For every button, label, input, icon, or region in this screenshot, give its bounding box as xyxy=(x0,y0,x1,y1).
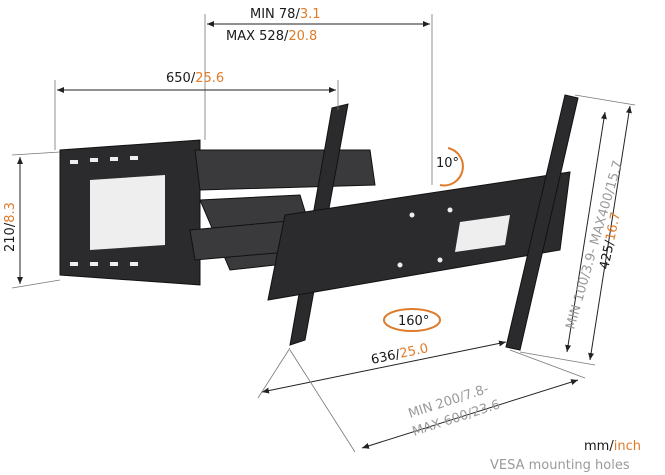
unit-legend: mm/inch xyxy=(584,439,641,454)
bracket-width-label: 636/25.0 xyxy=(370,341,430,368)
wall-height-label: 210/8.3 xyxy=(3,202,18,252)
tilt-label: 10° xyxy=(436,156,459,171)
swivel-arrow-icon xyxy=(383,308,441,332)
right-vertical-rail xyxy=(505,94,579,351)
wall-plate xyxy=(59,139,201,286)
swivel-label: 160° xyxy=(398,314,429,329)
wall-width-label: 650/25.6 xyxy=(166,71,224,86)
arm-max-label: MAX 528/20.8 xyxy=(226,29,317,44)
tv-bracket-plate xyxy=(267,171,571,301)
vesa-caption: VESA mounting holes xyxy=(490,458,630,473)
tilt-arrow-icon xyxy=(439,147,464,187)
arm-min-label: MIN 78/3.1 xyxy=(250,7,321,22)
dimension-lines xyxy=(11,14,636,453)
bracket-height-label: 425/16.7 xyxy=(597,211,624,271)
